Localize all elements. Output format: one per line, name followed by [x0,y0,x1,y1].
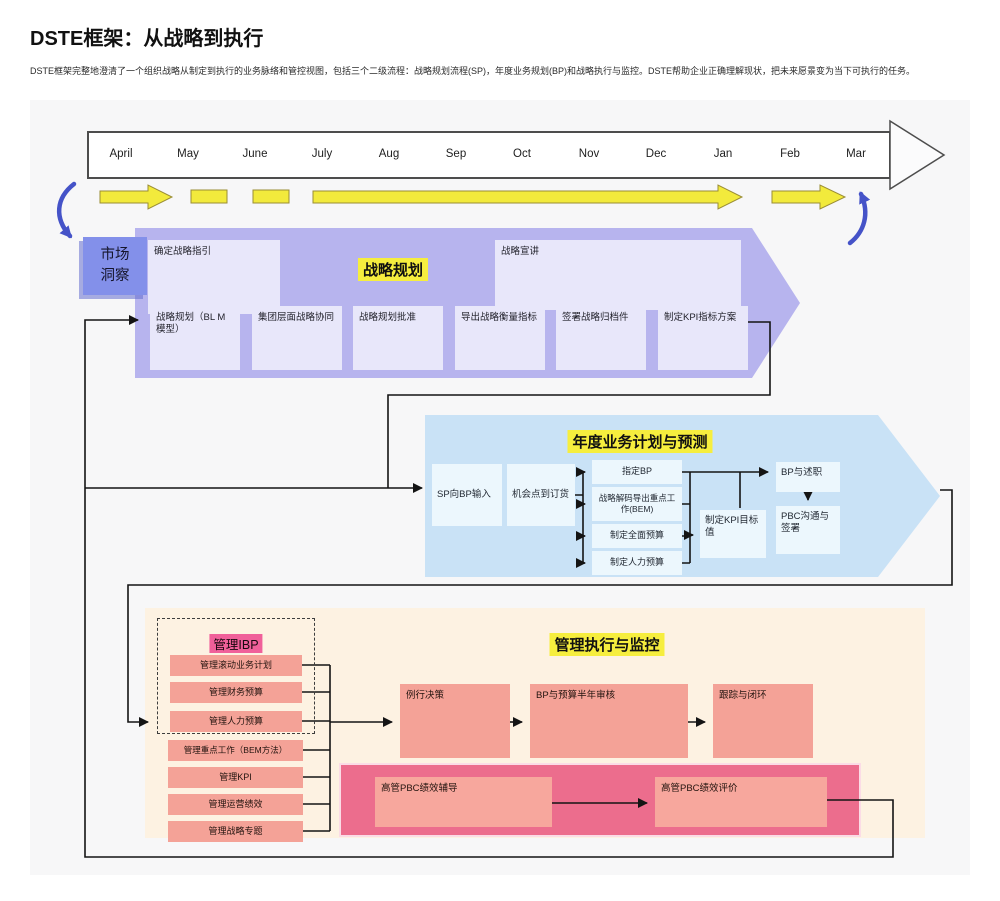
page-subtitle: DSTE框架完整地澄清了一个组织战略从制定到执行的业务脉络和管控视图，包括三个二… [30,66,916,76]
exec-mgmt-box: 管理运营绩效 [168,794,303,815]
bp-stack-box: 制定人力预算 [592,551,682,575]
yellow-arrow-feb-icon [771,184,847,210]
pbc-eval-box: 高管PBC绩效评价 [655,777,827,827]
ibp-box: 管理滚动业务计划 [170,655,302,676]
sp-section-title: 战略规划 [357,258,429,281]
ibp-box: 管理人力预算 [170,711,302,732]
yellow-arrow-april-icon [99,184,174,210]
timeline-bar [87,119,946,191]
page-title: DSTE框架：从战略到执行 [30,28,264,50]
connector-bp-exit-to-exec [127,489,953,727]
sp-step-box: 战略规划（BL M模型） [150,306,240,370]
ibp-box: 管理财务预算 [170,682,302,703]
connector-exec-bus [302,664,331,832]
connector-sp-exit [387,321,771,488]
bp-review-box: BP与述职 [776,462,840,492]
bp-opportunity-box: 机会点到订货 [507,464,575,526]
curve-arrow-to-timeline-icon [847,191,871,246]
month-label: Nov [578,148,600,160]
ibp-dashed-group [157,618,315,734]
bp-sp-input-box: SP向BP输入 [432,464,502,526]
sp-guide-box: 确定战略指引 [148,240,280,314]
exec-mgmt-box: 管理KPI [168,767,303,788]
month-label: Oct [513,148,531,160]
month-label: April [109,148,133,160]
month-label: Dec [645,148,667,160]
exec-mgmt-box: 管理战略专题 [168,821,303,842]
month-label: Feb [780,148,800,160]
sp-step-box: 战略规划批准 [353,306,443,370]
curve-arrow-to-market-insight-icon [56,181,77,239]
exec-flow-box: 例行决策 [400,684,510,758]
exec-mgmt-box: 管理重点工作（BEM方法） [168,740,303,761]
pbc-coach-box: 高管PBC绩效辅导 [375,777,552,827]
bp-stack-box: 指定BP [592,460,682,484]
exec-section-title: 管理执行与监控 [549,633,665,656]
sp-step-box: 集团层面战略协同 [252,306,342,370]
yellow-arrow-july-jan-icon [312,184,744,210]
month-label: June [242,148,268,160]
bp-section-title: 年度业务计划与预测 [567,430,713,453]
ibp-title: 管理IBP [209,634,263,653]
month-label: May [177,148,199,160]
bp-stack-box: 制定全面预算 [592,524,682,548]
connector-feedback-loop [84,315,894,858]
month-label: Jan [713,148,733,160]
month-label: July [311,148,333,160]
month-label: Mar [846,148,866,160]
timeline-arrowhead [889,119,946,191]
yellow-bar-may-icon [190,189,228,204]
connector-opportunity-spine [575,472,584,563]
bp-stack-box: 战略解码导出重点工作(BEM) [592,487,682,521]
bp-pbc-sign-box: PBC沟通与签署 [776,506,840,554]
exec-flow-box: BP与预算半年审核 [530,684,688,758]
sp-present-box: 战略宣讲 [495,240,741,310]
sp-step-box: 签署战略归档件 [556,306,646,370]
month-label: Aug [378,148,400,160]
yellow-bar-june-icon [252,189,290,204]
sp-step-box: 导出战略衡量指标 [455,306,545,370]
schedule-arrows [99,184,847,210]
month-label: Sep [445,148,467,160]
sp-step-box: 制定KPI指标方案 [658,306,748,370]
exec-flow-box: 跟踪与闭环 [713,684,813,758]
bp-kpi-target-box: 制定KPI目标值 [700,510,766,558]
market-insight-box: 市场 洞察 [83,237,147,295]
